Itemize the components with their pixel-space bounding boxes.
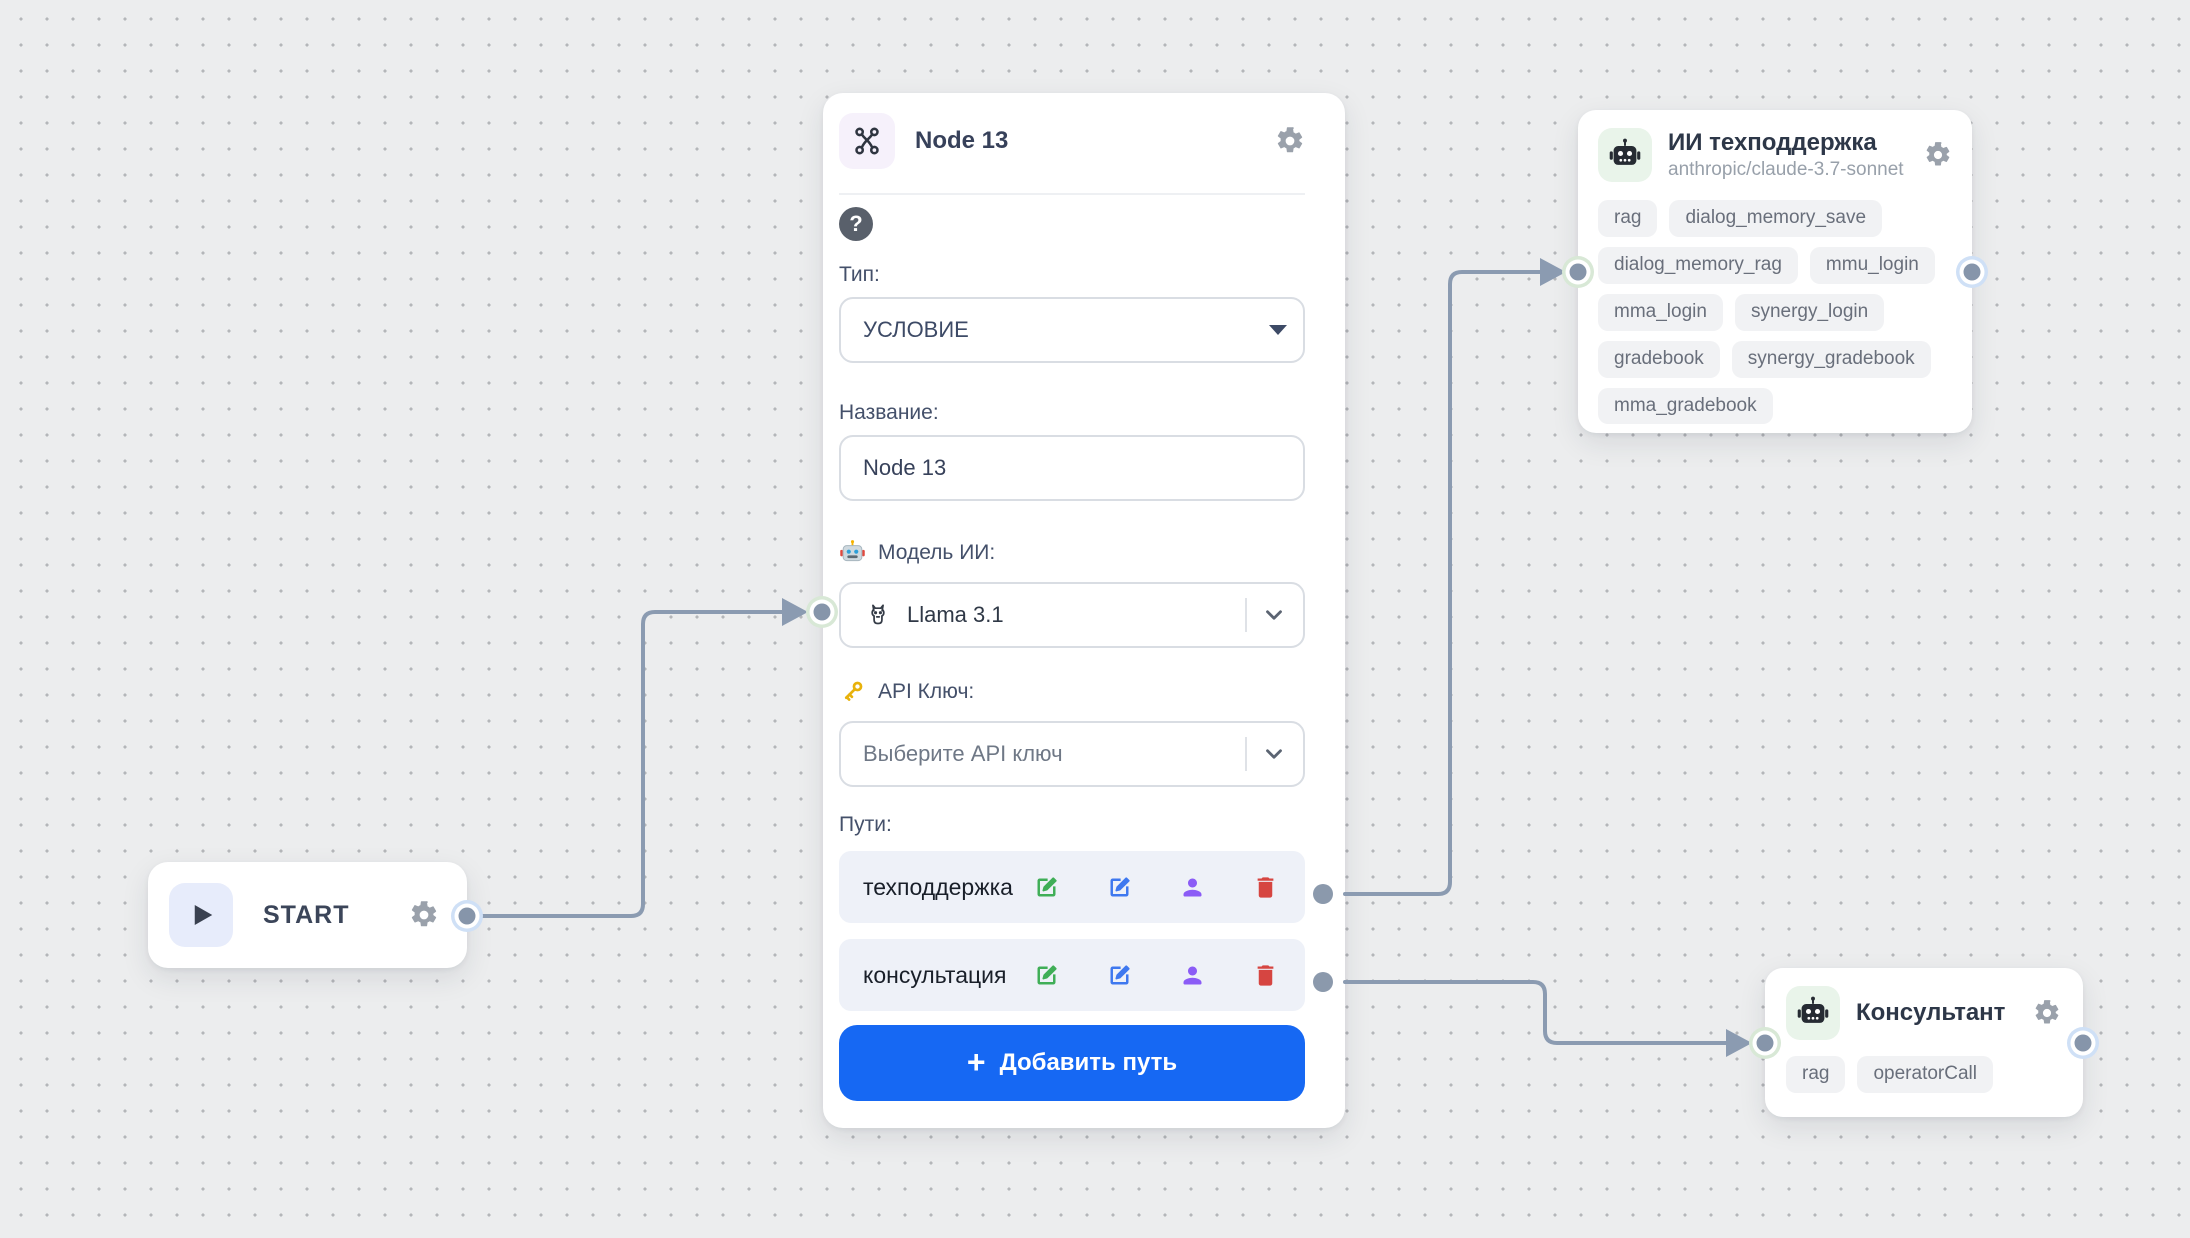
ai-support-settings-button[interactable] [1924, 141, 1952, 169]
gear-icon [2035, 1000, 2059, 1024]
gear-icon [1277, 127, 1303, 153]
tag: mma_login [1598, 293, 1723, 331]
assign-agent-button[interactable] [1179, 874, 1206, 901]
edit-path-prompt-button[interactable] [1106, 874, 1133, 901]
robot-emoji-icon [840, 540, 865, 562]
pencil-square-icon [1037, 964, 1057, 984]
condition-settings-button[interactable] [1275, 126, 1305, 156]
edge-start-to-node13 [465, 610, 784, 918]
branch-icon [855, 127, 879, 155]
gear-icon [411, 901, 437, 927]
caret-down-icon [1269, 325, 1287, 335]
model-field-label-text: Модель ИИ: [878, 540, 996, 564]
delete-path-button[interactable] [1252, 962, 1279, 989]
name-input[interactable] [839, 435, 1305, 501]
robot-icon [1609, 138, 1641, 165]
consultant-settings-button[interactable] [2033, 999, 2061, 1027]
tag: dialog_memory_save [1669, 200, 1883, 237]
start-settings-button[interactable] [409, 900, 439, 930]
edge-arrowhead [1540, 258, 1566, 286]
edge-arrowhead [1726, 1029, 1752, 1057]
help-icon[interactable]: ? [839, 207, 873, 241]
pencil-square-icon [1110, 876, 1130, 896]
tag: operatorCall [1857, 1056, 1993, 1093]
consultant-title: Консультант [1856, 999, 2006, 1026]
ai-support-node-card[interactable]: ИИ техподдержка anthropic/claude-3.7-son… [1578, 110, 1972, 433]
edge-arrowhead [782, 598, 808, 626]
trash-icon [1257, 876, 1274, 898]
condition-node-header[interactable]: Node 13 [839, 113, 1305, 169]
chevron-down-icon [1266, 610, 1282, 620]
plus-icon: + [966, 1043, 986, 1080]
select-divider [1245, 737, 1247, 771]
type-select[interactable]: УСЛОВИЕ [839, 297, 1305, 363]
add-path-button-label: Добавить путь [999, 1049, 1178, 1076]
consultant-node-card[interactable]: Консультант rag operatorCall [1765, 968, 2083, 1117]
start-node-title: START [263, 900, 350, 929]
api-key-select-placeholder: Выберите API ключ [863, 741, 1063, 766]
person-icon [1183, 878, 1202, 896]
model-select-value: Llama 3.1 [907, 602, 1004, 627]
tag: mmu_login [1809, 246, 1935, 284]
chevron-down-icon [1266, 749, 1282, 759]
name-field-label: Название: [839, 401, 939, 424]
gear-icon [1926, 142, 1950, 166]
api-key-field-label-text: API Ключ: [878, 679, 975, 703]
path-row-konsultaciya: консультация [839, 939, 1305, 1011]
edge-konsultaciya-to-consultant [1343, 980, 1728, 1045]
start-node-card[interactable]: START [148, 862, 467, 968]
paths-label: Пути: [839, 813, 892, 836]
condition-node-card[interactable]: Node 13 ? Тип: УСЛОВИЕ Название: [823, 93, 1345, 1128]
edge-tehpodderzhka-to-ai-support [1343, 270, 1542, 896]
api-key-field-label: API Ключ: [839, 678, 1305, 705]
model-select[interactable]: Llama 3.1 [839, 582, 1305, 648]
rename-path-button[interactable] [1033, 962, 1060, 989]
ai-support-title: ИИ техподдержка [1668, 129, 1877, 156]
type-select-value: УСЛОВИЕ [863, 317, 969, 342]
type-field-label: Тип: [839, 263, 880, 286]
tag: gradebook [1598, 340, 1720, 378]
ai-support-model: anthropic/claude-3.7-sonnet [1668, 159, 1904, 180]
person-icon [1183, 966, 1202, 984]
robot-icon-box [1786, 986, 1840, 1040]
branch-icon-box [839, 113, 895, 169]
path-name: техподдержка [863, 873, 1013, 900]
rename-path-button[interactable] [1033, 874, 1060, 901]
path-row-tehpodderzhka: техподдержка [839, 851, 1305, 923]
robot-icon-box [1598, 128, 1652, 182]
select-divider [1245, 598, 1247, 632]
tag: mma_gradebook [1598, 387, 1773, 425]
delete-path-button[interactable] [1252, 874, 1279, 901]
add-path-button[interactable]: + Добавить путь [839, 1025, 1305, 1101]
api-key-select[interactable]: Выберите API ключ [839, 721, 1305, 787]
tag: rag [1786, 1056, 1846, 1093]
consultant-header: Консультант [1786, 986, 2061, 1040]
pencil-square-icon [1110, 964, 1130, 984]
edit-path-prompt-button[interactable] [1106, 962, 1133, 989]
llama-icon [871, 604, 885, 625]
path-name: консультация [863, 961, 1007, 988]
play-icon [194, 905, 213, 925]
tag: synergy_login [1734, 293, 1885, 331]
key-emoji-icon [844, 681, 863, 701]
ai-support-tags: rag dialog_memory_save dialog_memory_rag… [1598, 200, 1952, 425]
ai-support-header: ИИ техподдержка anthropic/claude-3.7-son… [1598, 128, 1952, 182]
condition-node-title: Node 13 [915, 127, 1009, 154]
robot-icon [1797, 996, 1829, 1023]
tag: dialog_memory_rag [1598, 246, 1798, 284]
trash-icon [1257, 964, 1274, 986]
tag: synergy_gradebook [1731, 340, 1931, 378]
tag: rag [1598, 200, 1658, 237]
play-icon-box [169, 883, 233, 947]
model-field-label: Модель ИИ: [839, 539, 1305, 566]
pencil-square-icon [1037, 876, 1057, 896]
assign-agent-button[interactable] [1179, 962, 1206, 989]
consultant-tags: rag operatorCall [1786, 1056, 2061, 1093]
header-divider [839, 193, 1305, 195]
